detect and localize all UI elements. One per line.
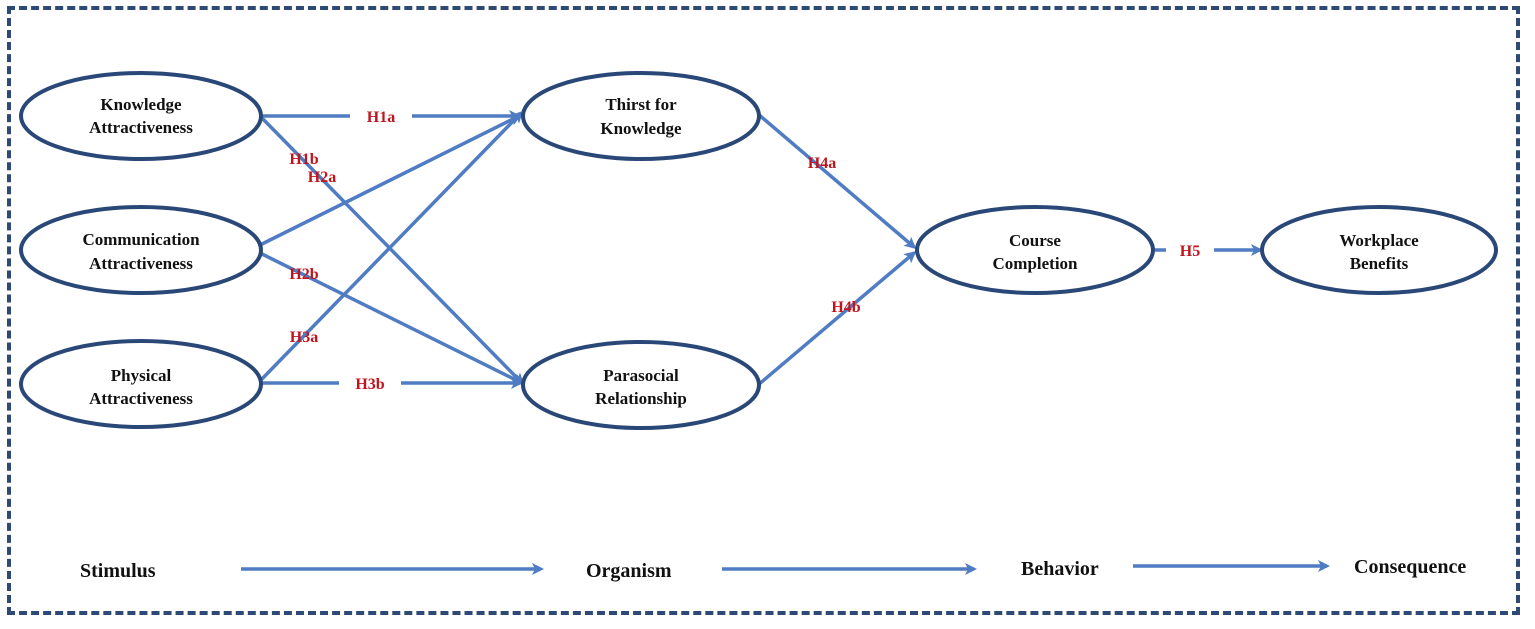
stage-organism: Organism	[586, 560, 672, 582]
node-course-completion: Course Completion	[915, 205, 1155, 295]
node-thirst-for-knowledge: Thirst for Knowledge	[521, 71, 761, 161]
nodes: Knowledge Attractiveness Communication A…	[19, 71, 1498, 430]
edges	[258, 110, 1263, 389]
edge-h2b	[259, 251, 525, 385]
edge-h2a	[259, 114, 522, 247]
node-label-line: Attractiveness	[89, 389, 193, 408]
edge-label-h1b: H1b	[289, 151, 318, 168]
edge-h3a	[258, 110, 524, 383]
node-label-line: Attractiveness	[89, 254, 193, 273]
node-label-line: Relationship	[595, 389, 687, 408]
edge-h4b	[756, 251, 917, 387]
edge-label-h5: H5	[1180, 243, 1200, 260]
stage-behavior: Behavior	[1021, 558, 1099, 580]
edge-label-h4a: H4a	[808, 155, 836, 172]
node-physical-attractiveness: Physical Attractiveness	[19, 339, 263, 429]
edge-label-h3a: H3a	[290, 329, 318, 346]
edge-labels: H1a H1b H2a H2b H3a H3b H4a H4b H5	[289, 104, 1214, 395]
stage-row: Stimulus Organism Behavior Consequence	[80, 556, 1466, 582]
edge-label-h1a: H1a	[367, 109, 395, 126]
node-label-line: Thirst for	[605, 95, 677, 114]
node-workplace-benefits: Workplace Benefits	[1260, 205, 1498, 295]
stage-consequence: Consequence	[1354, 556, 1466, 578]
node-knowledge-attractiveness: Knowledge Attractiveness	[19, 71, 263, 161]
node-label-line: Communication	[82, 230, 200, 249]
node-parasocial-relationship: Parasocial Relationship	[521, 340, 761, 430]
edge-label-h2a: H2a	[308, 169, 336, 186]
node-label-line: Benefits	[1350, 254, 1409, 273]
edge-h4a	[756, 112, 917, 249]
node-label-line: Knowledge	[100, 95, 182, 114]
edge-label-h4b: H4b	[831, 299, 860, 316]
node-label-line: Parasocial	[603, 366, 679, 385]
edge-label-h3b: H3b	[355, 376, 384, 393]
node-label-line: Course	[1009, 231, 1061, 250]
node-label-line: Completion	[993, 254, 1079, 273]
node-label-line: Attractiveness	[89, 118, 193, 137]
diagram-frame	[7, 6, 1520, 615]
stage-stimulus: Stimulus	[80, 560, 156, 582]
node-communication-attractiveness: Communication Attractiveness	[19, 205, 263, 295]
node-label-line: Workplace	[1339, 231, 1419, 250]
node-label-line: Knowledge	[600, 119, 682, 138]
node-label-line: Physical	[111, 366, 172, 385]
edge-label-h2b: H2b	[289, 266, 318, 283]
edge-h1b	[258, 114, 525, 386]
